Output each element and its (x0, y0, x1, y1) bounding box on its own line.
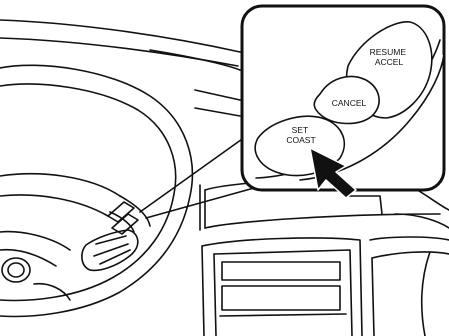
center-console (202, 238, 362, 336)
callout-leader (140, 132, 254, 218)
steering-wheel (0, 65, 192, 316)
resume-accel-label: RESUME ACCEL (370, 47, 409, 67)
cancel-label: CANCEL (332, 98, 367, 108)
right-dash-panel (370, 237, 449, 336)
